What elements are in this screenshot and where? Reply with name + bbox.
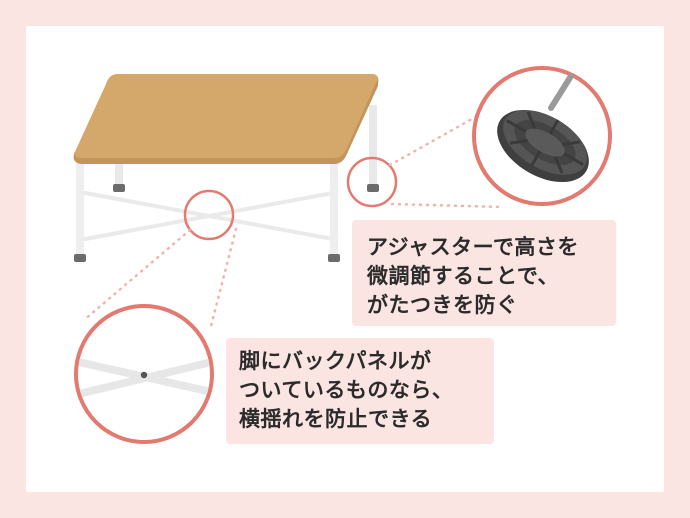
back-panel-cross-bars bbox=[79, 190, 339, 242]
caster-callout-line-2: 微調節することで、 bbox=[367, 264, 560, 288]
table-leg-back-left bbox=[115, 150, 123, 188]
zoom-circle-caster-small bbox=[346, 156, 398, 208]
crossbar-detail bbox=[78, 356, 210, 400]
back-panel-callout-line-3: 横揺れを防止できる bbox=[239, 407, 433, 431]
caster-wheel-icon bbox=[497, 73, 589, 183]
back-panel-callout-line-2: ついているものなら、 bbox=[239, 378, 454, 402]
caster-callout-line-3: がたつきを防ぐ bbox=[367, 293, 518, 317]
table-leg-back-right bbox=[369, 105, 377, 187]
table-leg-front-right bbox=[330, 158, 338, 258]
caster-callout-line-1: アジャスターで高さを bbox=[367, 235, 579, 259]
zoom-circle-crossbar-small bbox=[183, 189, 235, 241]
table-leg-front-left bbox=[76, 158, 84, 258]
back-panel-callout: 脚にバックパネルが ついているものなら、 横揺れを防止できる bbox=[226, 338, 494, 444]
tabletop bbox=[73, 74, 379, 162]
back-panel-callout-line-1: 脚にバックパネルが bbox=[239, 349, 432, 373]
caster-callout: アジャスターで高さを 微調節することで、 がたつきを防ぐ bbox=[352, 220, 616, 326]
